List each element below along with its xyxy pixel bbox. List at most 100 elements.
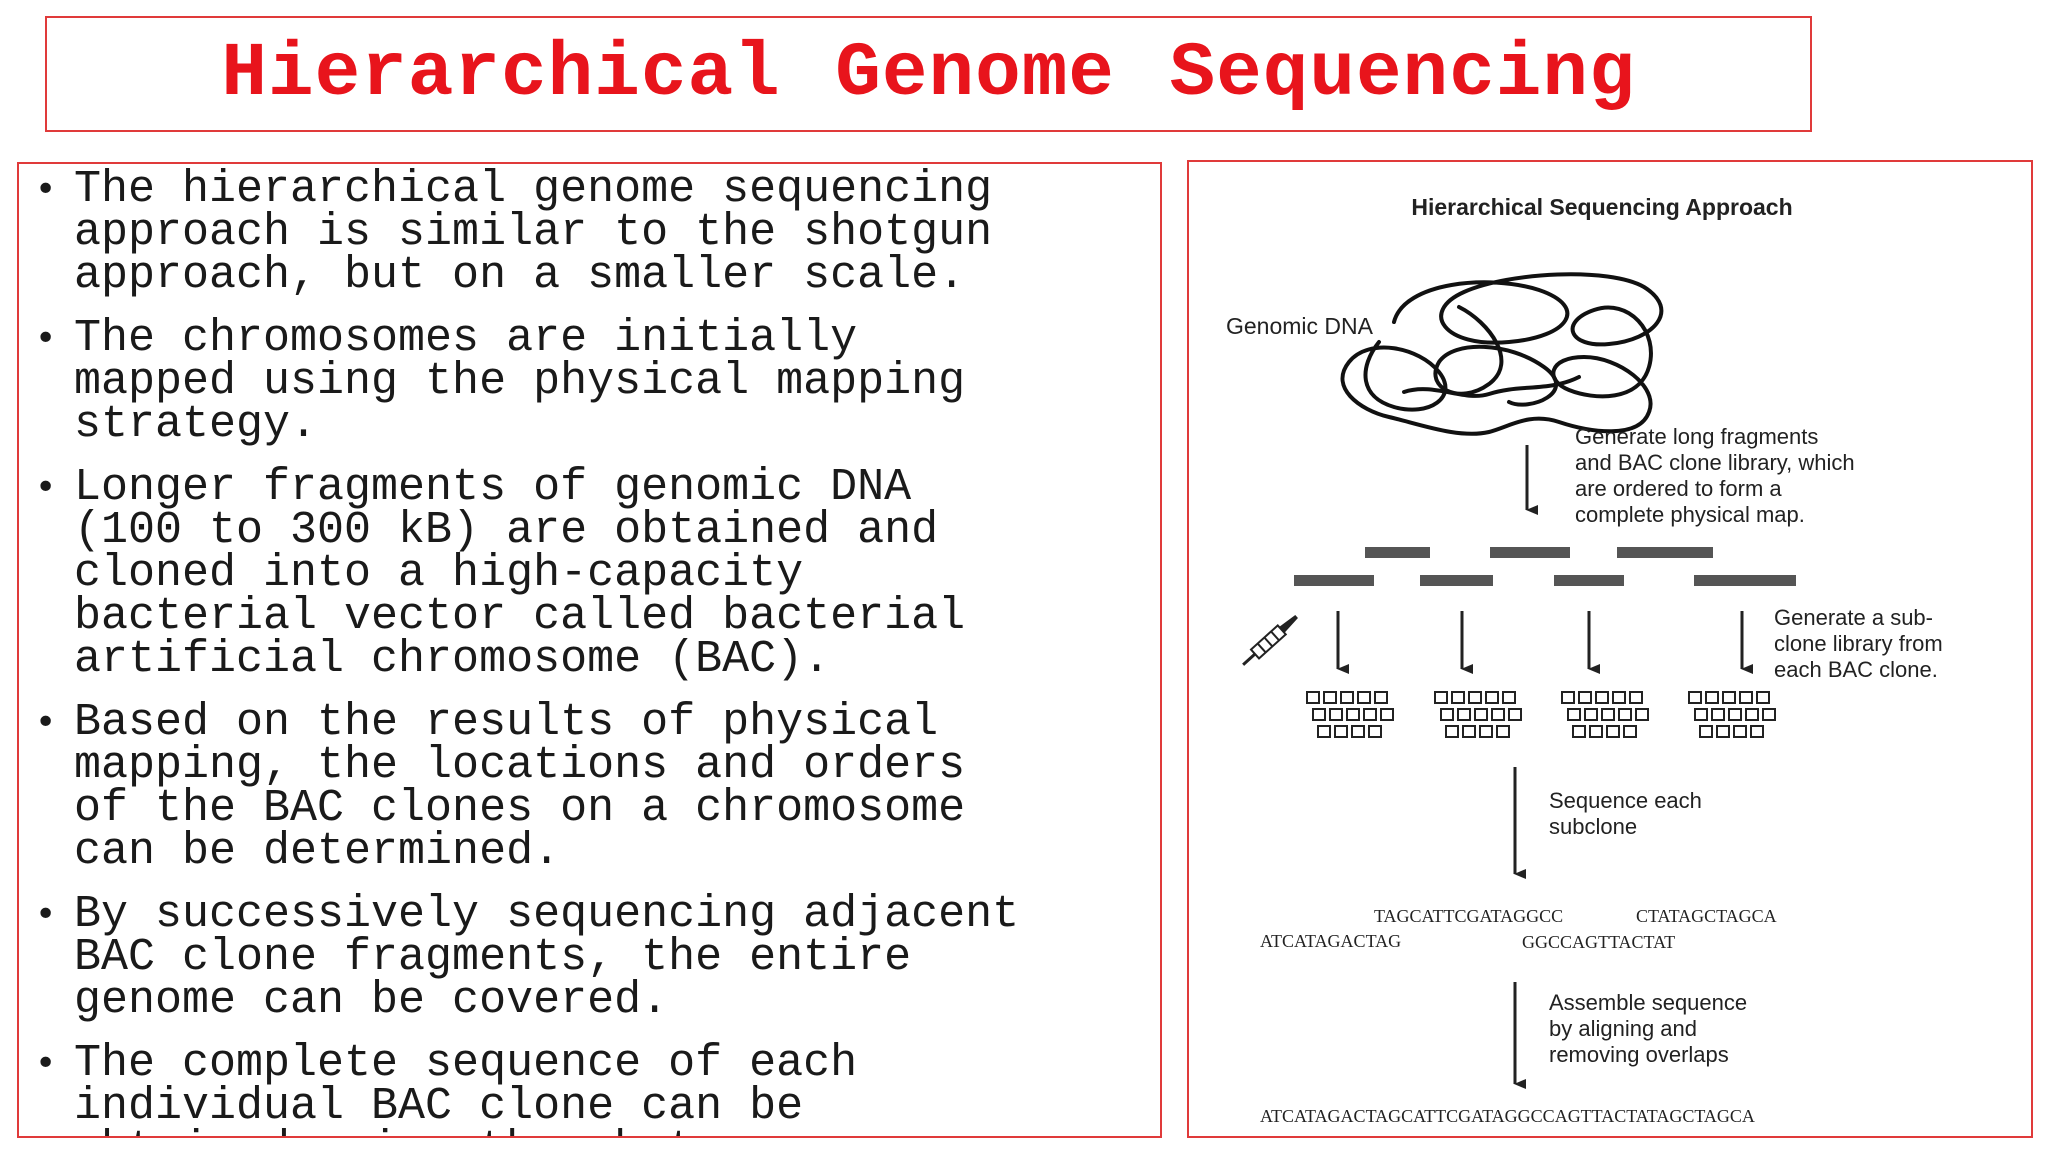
subclone-square	[1468, 691, 1482, 704]
subclone-square	[1508, 708, 1522, 721]
subclone-square	[1491, 708, 1505, 721]
diagram-panel: Hierarchical Sequencing Approach Genomic…	[1187, 160, 2033, 1138]
bullet-item: •The chromosomes are initially mapped us…	[19, 313, 1160, 450]
subclone-square	[1457, 708, 1471, 721]
subclone-square	[1451, 691, 1465, 704]
step2-text: Generate a sub- clone library from each …	[1774, 605, 1949, 682]
subclone-square	[1561, 691, 1575, 704]
read-sequence: GGCCAGTTACTAT	[1522, 932, 1675, 952]
step4-text: Assemble sequence by aligning and removi…	[1549, 990, 1753, 1067]
subclone-square	[1479, 725, 1493, 738]
step4-line: removing overlaps	[1549, 1042, 1729, 1067]
subclone-square	[1595, 691, 1609, 704]
subclone-square	[1705, 691, 1719, 704]
subclone-square	[1688, 691, 1702, 704]
subclone-square	[1440, 708, 1454, 721]
subclone-square	[1612, 691, 1626, 704]
genomic-dna-label: Genomic DNA	[1226, 313, 1374, 339]
subclone-square	[1502, 691, 1516, 704]
subclone-square	[1601, 708, 1615, 721]
bullet-text: By successively sequencing adjacent BAC …	[74, 889, 1020, 1026]
subclone-square	[1694, 708, 1708, 721]
bullet-text: The hierarchical genome sequencing appro…	[74, 164, 993, 301]
step1-line: are ordered to form a	[1575, 476, 1782, 501]
subclone-square	[1739, 691, 1753, 704]
subclone-square	[1711, 708, 1725, 721]
subclone-square	[1329, 708, 1343, 721]
bullet-dot: •	[35, 467, 57, 508]
subclone-library	[1306, 691, 1394, 738]
subclone-square	[1306, 691, 1320, 704]
subclone-square	[1750, 725, 1764, 738]
sequencing-diagram: Hierarchical Sequencing Approach Genomic…	[1226, 194, 1949, 1126]
bullet-list: • The hierarchical genome sequencing appr…	[19, 164, 1160, 1136]
subclone-square	[1445, 725, 1459, 738]
step3-line: Sequence each	[1549, 788, 1702, 813]
subclone-square	[1762, 708, 1776, 721]
subclone-library	[1561, 691, 1649, 738]
step1-line: complete physical map.	[1575, 502, 1805, 527]
subclone-square	[1567, 708, 1581, 721]
read-sequence: ATCATAGACTAG	[1260, 931, 1401, 951]
bac-fragment	[1694, 575, 1796, 586]
subclone-square	[1699, 725, 1713, 738]
bullet-dot: •	[35, 169, 57, 210]
step2-line: clone library from	[1774, 631, 1943, 656]
subclone-square	[1578, 691, 1592, 704]
subclone-square	[1485, 691, 1499, 704]
subclone-square	[1623, 725, 1637, 738]
subclone-square	[1496, 725, 1510, 738]
bac-fragment	[1420, 575, 1493, 586]
bac-fragment	[1365, 547, 1430, 558]
step1-text: Generate long fragments and BAC clone li…	[1575, 424, 1861, 527]
text-panel: • The hierarchical genome sequencing appr…	[17, 162, 1162, 1138]
subclone-square	[1756, 691, 1770, 704]
subclone-square	[1618, 708, 1632, 721]
subclone-square	[1323, 691, 1337, 704]
bullet-item: • By successively sequencing adjacent BAC…	[19, 889, 1160, 1026]
subclone-groups	[1306, 691, 1776, 738]
bullet-item: • The hierarchical genome sequencing appr…	[19, 164, 1160, 301]
step4-line: by aligning and	[1549, 1016, 1697, 1041]
subclone-square	[1606, 725, 1620, 738]
bac-fragment	[1294, 575, 1374, 586]
bullet-text: The complete sequence of each individual…	[74, 1038, 858, 1136]
bullet-dot: •	[35, 894, 57, 935]
bullet-item: • Based on the results of physical mappin…	[19, 697, 1160, 877]
pipette-icon	[1242, 615, 1298, 666]
subclone-square	[1589, 725, 1603, 738]
step2-line: each BAC clone.	[1774, 657, 1938, 682]
subclone-square	[1363, 708, 1377, 721]
subclone-square	[1340, 691, 1354, 704]
bullet-text: Based on the results of physical mapping…	[74, 697, 966, 877]
subclone-square	[1733, 725, 1747, 738]
step2-line: Generate a sub-	[1774, 605, 1933, 630]
bullet-dot: •	[35, 1043, 57, 1084]
bullet-dot: •	[35, 702, 57, 743]
subclone-square	[1334, 725, 1348, 738]
bac-fragment	[1617, 547, 1713, 558]
subclone-square	[1351, 725, 1365, 738]
subclone-square	[1368, 725, 1382, 738]
subclone-square	[1572, 725, 1586, 738]
title-box: Hierarchical Genome Sequencing	[45, 16, 1812, 132]
subclone-library	[1434, 691, 1522, 738]
subclone-square	[1722, 691, 1736, 704]
bac-fragments	[1294, 547, 1796, 586]
subclone-square	[1728, 708, 1742, 721]
bullet-item: •Longer fragments of genomic DNA (100 to…	[19, 465, 1160, 682]
step3-line: subclone	[1549, 814, 1637, 839]
slide-title: Hierarchical Genome Sequencing	[221, 31, 1636, 117]
bullet-text: The chromosomes are initially mapped usi…	[74, 313, 966, 450]
step1-line: and BAC clone library, which	[1575, 450, 1855, 475]
bac-fragment	[1554, 575, 1624, 586]
subclone-square	[1635, 708, 1649, 721]
read-sequence: CTATAGCTAGCA	[1636, 906, 1777, 926]
step3-text: Sequence each subclone	[1549, 788, 1708, 839]
step1-line: Generate long fragments	[1575, 424, 1818, 449]
subclone-square	[1357, 691, 1371, 704]
subclone-library	[1688, 691, 1776, 738]
subclone-square	[1380, 708, 1394, 721]
subclone-square	[1317, 725, 1331, 738]
subclone-square	[1745, 708, 1759, 721]
